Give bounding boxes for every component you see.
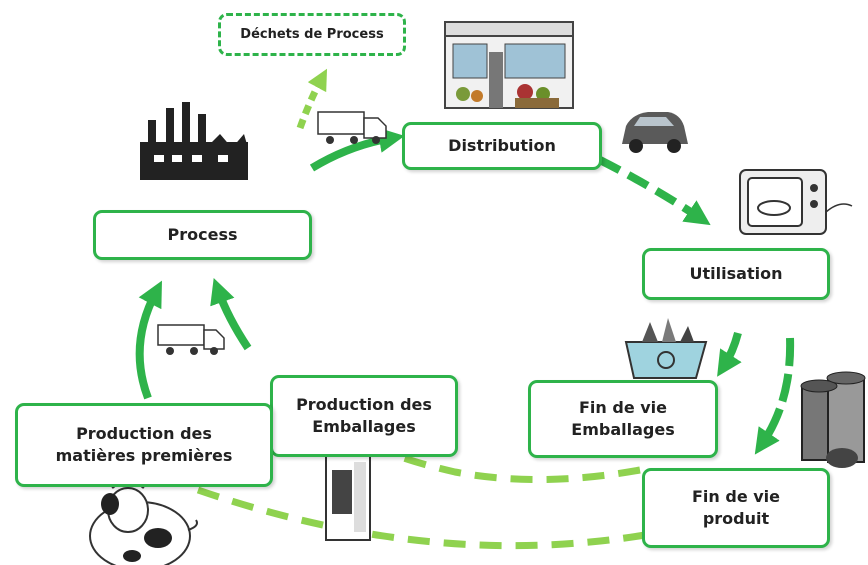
label-production-matieres: Production des matières premières bbox=[55, 424, 233, 465]
label-fin-vie-produit: Fin de vie produit bbox=[691, 487, 780, 528]
shop-icon bbox=[444, 21, 574, 109]
factory-icon bbox=[140, 102, 248, 180]
box-utilisation: Utilisation bbox=[642, 248, 830, 300]
label-process: Process bbox=[167, 225, 238, 245]
dashed-return-emballages bbox=[396, 452, 641, 483]
arrow-process-to-distribution bbox=[309, 127, 405, 172]
arrow-distribution-to-utilisation bbox=[598, 156, 711, 226]
microwave-icon bbox=[739, 169, 853, 235]
arrow-process-to-dechets bbox=[296, 68, 328, 130]
arrow-emballages-to-process bbox=[210, 277, 252, 351]
label-utilisation: Utilisation bbox=[689, 264, 783, 284]
label-dechets-process: Déchets de Process bbox=[240, 26, 384, 42]
box-distribution: Distribution bbox=[402, 122, 602, 170]
dashed-return-produit bbox=[196, 486, 646, 550]
car-icon bbox=[622, 112, 688, 153]
label-production-emballages: Production des Emballages bbox=[296, 395, 432, 436]
truck-icon bbox=[317, 111, 387, 144]
cow-icon bbox=[89, 477, 198, 565]
trash-cans-icon bbox=[800, 371, 866, 468]
recycling-basket-icon bbox=[624, 318, 708, 379]
label-fin-vie-emballages: Fin de vie Emballages bbox=[571, 398, 675, 439]
milk-carton-icon bbox=[325, 439, 371, 541]
box-process: Process bbox=[93, 210, 312, 260]
truck-icon-2 bbox=[157, 324, 225, 355]
arrow-matieres-to-process bbox=[135, 280, 162, 400]
arrow-utilisation-to-fin-produit bbox=[754, 337, 795, 455]
box-fin-vie-produit: Fin de vie produit bbox=[642, 468, 830, 548]
box-dechets-process: Déchets de Process bbox=[218, 13, 406, 56]
arrow-utilisation-to-fin-emballages bbox=[717, 331, 742, 377]
label-distribution: Distribution bbox=[448, 136, 556, 156]
box-fin-vie-emballages: Fin de vie Emballages bbox=[528, 380, 718, 458]
box-production-matieres: Production des matières premières bbox=[15, 403, 273, 487]
box-production-emballages: Production des Emballages bbox=[270, 375, 458, 457]
